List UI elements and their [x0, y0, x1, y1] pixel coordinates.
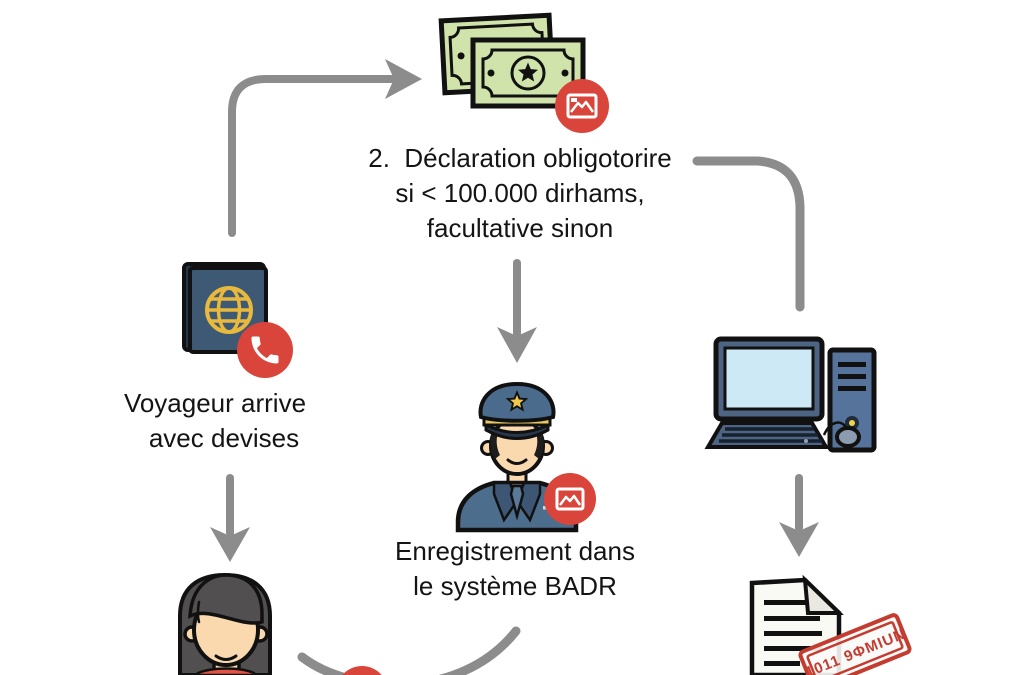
phone-badge-icon: [237, 322, 293, 378]
arrow-passport-to-money: [228, 75, 396, 237]
stamped-document-icon: 1011 9ΦMIUN: [749, 574, 912, 675]
badr-step-label: Enregistrement dans le système BADR: [355, 534, 675, 604]
money-banknotes-icon: [438, 12, 586, 109]
traveler-woman-icon: [178, 572, 272, 675]
traveler-line-1: Voyageur arrive: [123, 388, 307, 418]
image-badge-icon: [336, 666, 388, 675]
connector-bottom-curve: [297, 626, 521, 675]
traveler-step-label: Voyageur arrive avec devises: [95, 386, 335, 456]
arrowhead-down-right: [779, 522, 819, 557]
badr-line-1: Enregistrement dans: [395, 536, 635, 566]
declaration-line-1: 2. Déclaration obligotorire: [368, 143, 672, 173]
arrowhead-down-left: [210, 527, 250, 562]
connector-text-to-computer: [692, 156, 805, 312]
image-badge-icon: [555, 79, 609, 133]
arrowhead-right: [385, 59, 422, 99]
image-badge-icon: [544, 473, 596, 525]
customs-officer-icon: [455, 381, 596, 533]
passport-icon: [182, 262, 268, 354]
arrowhead-down-center: [497, 327, 537, 363]
declaration-line-3: facultative sinon: [426, 213, 614, 243]
traveler-line-2: avec devises: [148, 423, 300, 453]
desktop-computer-icon: [704, 336, 877, 453]
declaration-step-label: 2. Déclaration obligotorire si < 100.000…: [315, 141, 725, 246]
declaration-line-2: si < 100.000 dirhams,: [395, 178, 645, 208]
badr-line-2: le système BADR: [413, 571, 617, 601]
